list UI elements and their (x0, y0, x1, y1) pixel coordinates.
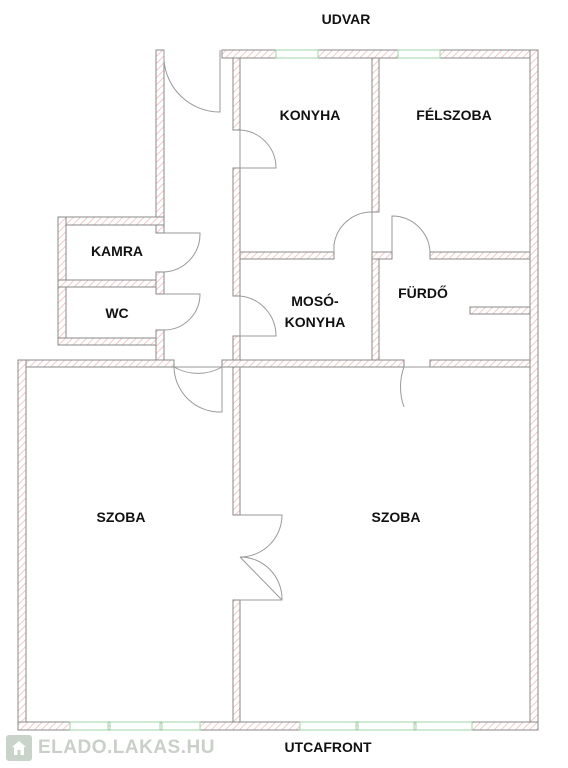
door-moso (239, 295, 277, 337)
door-felszoba (333, 211, 373, 252)
door-kamra (163, 232, 201, 273)
house-icon (6, 735, 32, 761)
room-furdo: FÜRDŐ (398, 284, 448, 301)
wall-mid-center (371, 251, 393, 260)
door-furdo (391, 215, 431, 253)
doors (163, 50, 431, 601)
wall-kamra-top (57, 216, 165, 226)
room-kamra: KAMRA (91, 243, 143, 259)
room-konyha: KONYHA (280, 107, 341, 123)
window-szoba-left-3 (161, 721, 201, 731)
door-konyha (239, 129, 277, 169)
room-felszoba: FÉLSZOBA (416, 107, 491, 123)
wall-left-outer (17, 359, 27, 731)
label-udvar: UDVAR (322, 11, 371, 27)
wall-right-outer (529, 49, 539, 731)
window-szoba-right-1 (299, 721, 357, 731)
wall-bottom (17, 721, 539, 731)
window-szoba-left-1 (69, 721, 109, 731)
labels: UDVAR UTCAFRONT KONYHA FÉLSZOBA KAMRA WC… (91, 11, 492, 755)
wall-corridor-right-2 (232, 167, 241, 297)
watermark-text: ELADO.LAKAS.HU (38, 737, 215, 758)
wall-kamra-right-2 (155, 271, 165, 295)
wall-top (221, 49, 539, 59)
wall-furdo-partition (469, 306, 531, 315)
wall-corridor-left (155, 49, 165, 225)
room-wc: WC (105, 305, 128, 321)
wall-corridor-right-1 (232, 57, 241, 131)
room-szoba-right: SZOBA (372, 509, 421, 525)
room-moso-line1: MOSÓ- (291, 292, 339, 309)
wall-kamra-wc (57, 279, 165, 288)
wall-moso-furdo (371, 258, 380, 367)
wall-szoba-divider-2 (232, 599, 241, 723)
room-szoba-left: SZOBA (97, 509, 146, 525)
door-szoba-left (173, 366, 224, 413)
window-szoba-right-3 (415, 721, 473, 731)
window-szoba-left-2 (109, 721, 161, 731)
room-moso-line2: KONYHA (285, 314, 346, 330)
watermark: ELADO.LAKAS.HU (6, 733, 215, 763)
walls (17, 49, 539, 731)
windows (69, 49, 473, 731)
wall-szoba-top-far (429, 359, 531, 368)
door-szoba-double (239, 514, 283, 601)
wall-mid-right (429, 251, 531, 260)
wall-szoba-top-left (17, 359, 175, 368)
label-utcafront: UTCAFRONT (284, 739, 372, 755)
wall-wc-bottom (57, 337, 165, 346)
wall-kamra-right-3 (155, 329, 165, 361)
window-konyha (275, 49, 319, 59)
wall-szoba-divider-1 (232, 366, 241, 516)
wall-mid-left (239, 251, 335, 260)
door-entrance (163, 50, 221, 113)
wall-konyha-felszoba (371, 57, 380, 213)
wall-szoba-top-right (221, 359, 405, 368)
door-wc (163, 293, 201, 331)
door-szoba-right-top (400, 366, 430, 408)
window-felszoba (397, 49, 441, 59)
wall-kamra-right-1 (155, 224, 165, 234)
window-szoba-right-2 (357, 721, 415, 731)
